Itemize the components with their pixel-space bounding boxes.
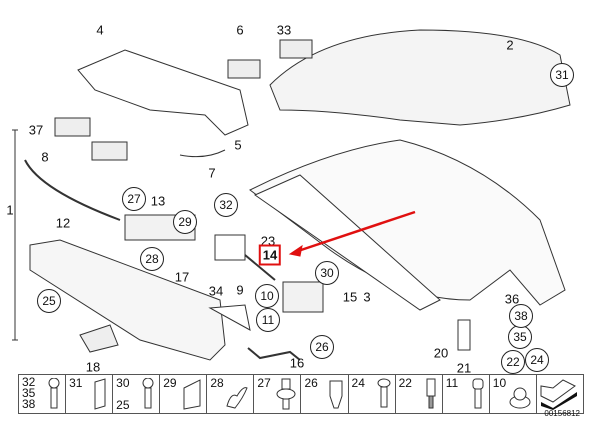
callout-23: 23	[260, 233, 276, 249]
highlighted-callout-14: 14	[258, 244, 282, 266]
callout-13: 13	[150, 193, 166, 209]
reference-number: 00156812	[544, 409, 580, 418]
callout-22: 22	[501, 350, 525, 374]
callout-36: 36	[504, 291, 520, 307]
soft-top	[269, 29, 571, 126]
callout-31: 31	[550, 63, 574, 87]
clip-icon	[183, 379, 201, 410]
callout-26: 26	[310, 335, 334, 359]
cable-7	[179, 149, 226, 158]
callout-8: 8	[41, 149, 49, 165]
strip-cell-bolt-24: 24	[349, 375, 396, 413]
strip-cell-clip-29: 29	[160, 375, 208, 413]
callout-2: 2	[506, 37, 514, 53]
callout-27: 27	[122, 187, 146, 211]
cap-nut-icon	[509, 387, 531, 409]
cell-label: 25	[116, 398, 130, 412]
callout-3: 3	[363, 289, 371, 305]
clip-icon	[94, 378, 106, 410]
strip-cell-grommet-26: 26	[301, 375, 349, 413]
bolt-icon	[377, 378, 391, 408]
grommet-icon	[329, 380, 343, 409]
leader-lines	[12, 129, 18, 341]
cell-label: 22	[398, 376, 412, 390]
callout-20: 20	[433, 345, 449, 361]
rear-window-cover	[29, 239, 226, 361]
bow-3	[253, 174, 441, 311]
callout-16: 16	[289, 355, 305, 371]
callout-24: 24	[525, 348, 549, 372]
callout-15: 15	[342, 289, 358, 305]
callout-5: 5	[234, 137, 242, 153]
callout-18: 18	[85, 359, 101, 375]
rod-14	[244, 254, 276, 281]
bracket-32	[214, 234, 246, 261]
box-6	[227, 59, 261, 79]
callout-1: 1	[6, 202, 14, 218]
bracket-9	[208, 304, 251, 331]
strip-cell-bolt-11: 11	[443, 375, 490, 413]
screw-icon	[48, 378, 60, 409]
callout-33: 33	[276, 22, 292, 38]
callout-7: 7	[208, 165, 216, 181]
rear-shelf-panel	[77, 49, 249, 136]
cell-label: 30	[116, 376, 130, 390]
strip-cell-nut-10: 10	[490, 375, 537, 413]
callout-9: 9	[236, 282, 244, 298]
hose-16	[247, 347, 301, 361]
cell-label: 26	[304, 376, 318, 390]
strip-cell-spacer-22: 22	[396, 375, 443, 413]
nut-icon	[276, 378, 296, 410]
cell-label: 31	[69, 376, 83, 390]
cell-label: 11	[445, 376, 459, 390]
callout-4: 4	[96, 22, 104, 38]
diagram-symbol-icon	[540, 379, 577, 410]
clamp-icon	[226, 387, 249, 409]
spacer-icon	[426, 378, 436, 409]
actuator-30	[282, 281, 324, 313]
callout-6: 6	[236, 22, 244, 38]
callout-29: 29	[173, 210, 197, 234]
screw-icon	[142, 378, 154, 409]
callout-38: 38	[509, 304, 533, 328]
cell-label: 24	[351, 376, 365, 390]
callout-35: 35	[508, 325, 532, 349]
callout-30: 30	[315, 261, 339, 285]
strip-cell-screw-30-25: 30 25	[113, 375, 161, 413]
cell-label: 29	[163, 376, 177, 390]
box-8	[91, 141, 128, 161]
strip-cell-symbol	[537, 375, 583, 413]
seal-12	[24, 159, 121, 221]
callout-12: 12	[55, 215, 71, 231]
callout-28: 28	[140, 247, 164, 271]
strip-cell-clamp-28: 28	[207, 375, 255, 413]
callout-25: 25	[37, 289, 61, 313]
cell-label: 28	[210, 376, 224, 390]
strip-cell-clip-31: 31	[66, 375, 114, 413]
arrow-head-icon	[288, 244, 303, 257]
handle-18	[79, 324, 119, 353]
box-37	[54, 117, 91, 137]
callout-17: 17	[174, 269, 190, 285]
highlight-arrow	[294, 210, 416, 254]
callout-34: 34	[208, 283, 224, 299]
callout-10: 10	[255, 284, 279, 308]
switch-20	[457, 319, 471, 351]
cell-label: 27	[257, 376, 271, 390]
callout-11: 11	[256, 308, 280, 332]
strip-cell-nut-27: 27	[254, 375, 302, 413]
callout-21: 21	[456, 360, 472, 376]
bolt-icon	[472, 378, 484, 409]
callout-32: 32	[214, 193, 238, 217]
callout-37: 37	[28, 122, 44, 138]
box-33	[279, 39, 313, 59]
cell-label: 10	[492, 376, 507, 390]
